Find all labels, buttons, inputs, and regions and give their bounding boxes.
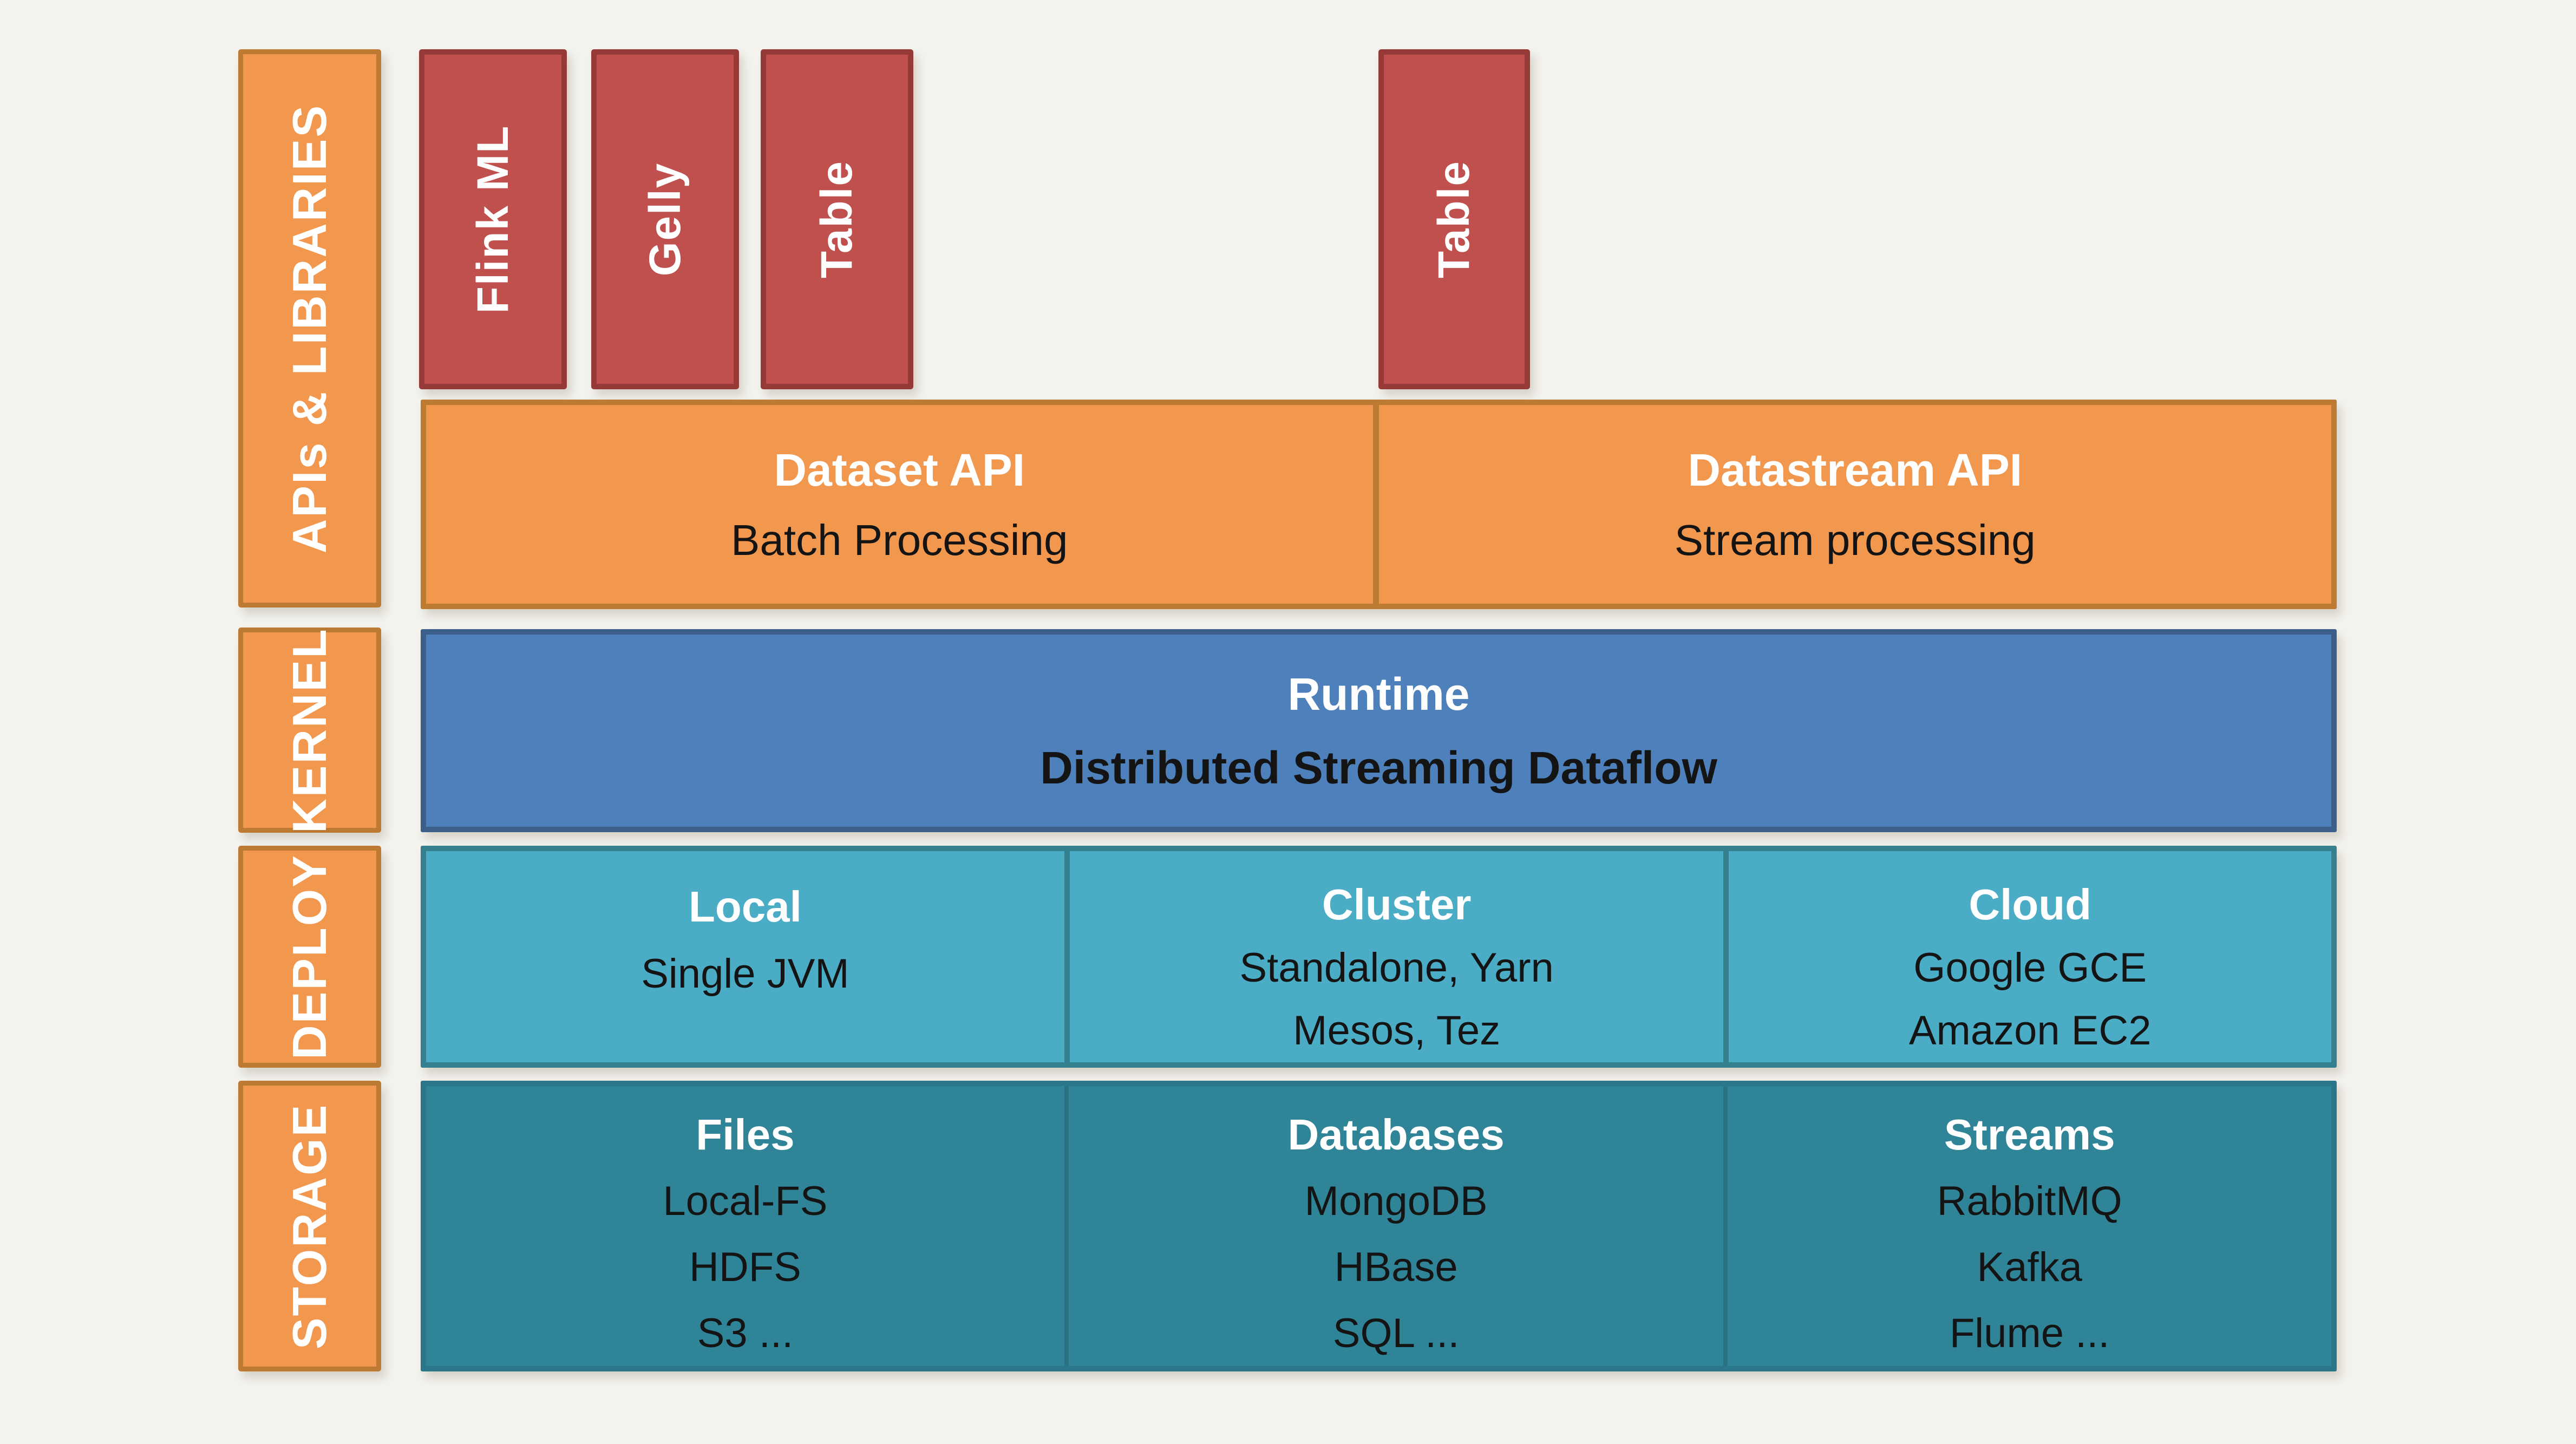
storage-databases-line: MongoDB xyxy=(1304,1178,1488,1225)
library-box-flink-ml-text: Flink ML xyxy=(468,125,518,314)
storage-cell-streams: Streams RabbitMQ Kafka Flume ... xyxy=(1723,1086,2331,1366)
deploy-local-line: Single JVM xyxy=(641,951,849,997)
library-box-gelly: Gelly xyxy=(591,49,739,389)
deploy-cloud-title: Cloud xyxy=(1969,880,2091,929)
deploy-cell-cloud: Cloud Google GCE Amazon EC2 xyxy=(1723,851,2331,1062)
side-label-deploy: DEPLOY xyxy=(238,846,381,1068)
storage-files-line: HDFS xyxy=(689,1244,801,1290)
storage-cell-databases: Databases MongoDB HBase SQL ... xyxy=(1064,1086,1724,1366)
storage-files-line: S3 ... xyxy=(697,1310,794,1356)
runtime-cell: Runtime Distributed Streaming Dataflow xyxy=(426,635,2331,827)
deploy-cell-local: Local Single JVM xyxy=(426,851,1064,1062)
datastream-api-cell: Datastream API Stream processing xyxy=(1379,405,2332,604)
dataset-api-cell: Dataset API Batch Processing xyxy=(426,405,1379,604)
library-box-flink-ml: Flink ML xyxy=(419,49,567,389)
library-box-table-dataset-text: Table xyxy=(812,160,861,279)
deploy-cluster-line: Standalone, Yarn xyxy=(1239,945,1554,991)
deploy-row: Local Single JVM Cluster Standalone, Yar… xyxy=(421,846,2337,1068)
datastream-api-title: Datastream API xyxy=(1688,444,2023,495)
side-label-deploy-text: DEPLOY xyxy=(283,854,336,1060)
side-label-apis-libraries-text: APIs & LIBRARIES xyxy=(283,103,336,553)
storage-streams-title: Streams xyxy=(1944,1110,2115,1159)
side-label-apis-libraries: APIs & LIBRARIES xyxy=(238,49,381,607)
dataset-api-subtitle: Batch Processing xyxy=(730,515,1068,564)
kernel-row: Runtime Distributed Streaming Dataflow xyxy=(421,629,2337,832)
storage-streams-line: RabbitMQ xyxy=(1937,1178,2122,1225)
side-label-storage-text: STORAGE xyxy=(283,1103,336,1349)
deploy-cloud-line: Google GCE xyxy=(1913,945,2147,991)
deploy-cloud-line: Amazon EC2 xyxy=(1908,1008,2152,1054)
storage-streams-line: Kafka xyxy=(1977,1244,2082,1290)
dataset-api-title: Dataset API xyxy=(774,444,1025,495)
library-box-table-datastream-text: Table xyxy=(1429,160,1479,279)
storage-files-line: Local-FS xyxy=(663,1178,828,1225)
side-label-kernel-text: KERNEL xyxy=(283,627,336,833)
deploy-cluster-line: Mesos, Tez xyxy=(1293,1008,1501,1054)
side-label-kernel: KERNEL xyxy=(238,628,381,833)
storage-databases-line: SQL ... xyxy=(1332,1310,1460,1356)
library-box-gelly-text: Gelly xyxy=(640,162,690,277)
deploy-cell-cluster: Cluster Standalone, Yarn Mesos, Tez xyxy=(1064,851,1724,1062)
deploy-local-title: Local xyxy=(688,882,802,931)
storage-files-title: Files xyxy=(696,1110,795,1159)
storage-row: Files Local-FS HDFS S3 ... Databases Mon… xyxy=(421,1081,2337,1371)
storage-cell-files: Files Local-FS HDFS S3 ... xyxy=(426,1086,1064,1366)
runtime-subtitle: Distributed Streaming Dataflow xyxy=(1040,742,1717,793)
library-box-table-dataset: Table xyxy=(761,49,913,389)
deploy-cluster-title: Cluster xyxy=(1322,880,1472,929)
storage-streams-line: Flume ... xyxy=(1949,1310,2110,1356)
side-label-storage: STORAGE xyxy=(238,1081,381,1371)
runtime-title: Runtime xyxy=(1287,668,1470,720)
api-row: Dataset API Batch Processing Datastream … xyxy=(421,400,2337,609)
storage-databases-title: Databases xyxy=(1287,1110,1505,1159)
library-box-table-datastream: Table xyxy=(1378,49,1530,389)
datastream-api-subtitle: Stream processing xyxy=(1674,515,2036,564)
storage-databases-line: HBase xyxy=(1334,1244,1458,1290)
